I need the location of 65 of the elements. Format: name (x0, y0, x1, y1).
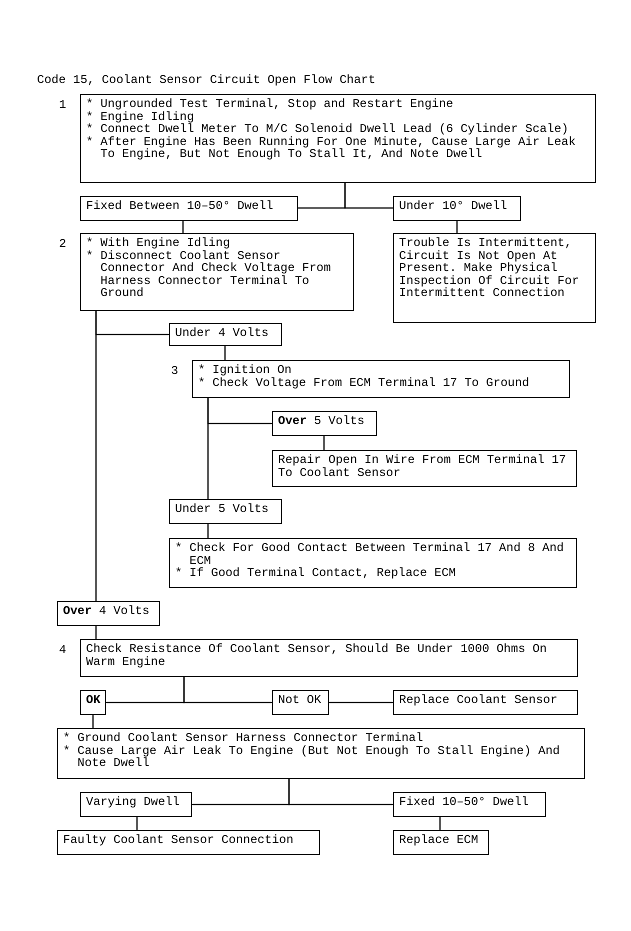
bullet-text: * Ungrounded Test Terminal, Stop and Restart Engine (86, 98, 454, 110)
process-box (57, 830, 320, 855)
box-text: Trouble Is Intermittent, Circuit Is Not Open At Present. Make Physical Inspection Of Circuit For Intermittent Connection (399, 237, 580, 300)
connector-line (95, 311, 97, 601)
process-box (80, 792, 192, 817)
connector-line (288, 779, 393, 806)
process-box (80, 196, 298, 221)
process-box (393, 792, 546, 817)
step-number: 3 (171, 365, 178, 378)
box-text: Not OK (278, 694, 322, 706)
box-text: Under 5 Volts (175, 503, 270, 516)
box-text: OK (86, 694, 100, 706)
bullet-text: * If Good Terminal Contact, Replace ECM (175, 567, 457, 580)
process-box (393, 196, 521, 221)
connector-line (439, 817, 441, 830)
bullet-text: * Ignition On (198, 364, 293, 376)
bullet-text: * With Engine Idling (86, 237, 232, 250)
process-box (393, 233, 596, 323)
bullet-text: * Ground Coolant Sensor Harness Connector Terminal (63, 732, 424, 744)
box-text: Over 5 Volts (278, 415, 366, 428)
step-box (57, 728, 585, 779)
bullet-text: * Check For Good Contact Between Terminal 17 And 8 And ECM (175, 542, 565, 567)
box-text: Under 4 Volts (175, 327, 270, 340)
bullet-text: * After Engine Has Been Running For One Minute, Cause Large Air Leak To Engine, But Not Enough To Stall It, And Note Dwell (86, 136, 577, 160)
step-number: 1 (59, 99, 66, 112)
connector-line (207, 524, 209, 538)
process-box (169, 499, 282, 524)
step-number: 2 (59, 238, 66, 250)
connector-line (92, 715, 94, 728)
connector-line (95, 626, 97, 639)
process-box (169, 323, 282, 346)
connector-line (456, 221, 458, 233)
bullet-text: * Disconnect Coolant Sensor Connector And Check Voltage From Harness Connector Terminal To Ground (86, 250, 332, 300)
process-box (393, 690, 578, 715)
bullet-text: * Check Voltage From ECM Terminal 17 To Ground (198, 376, 530, 389)
box-text: Check Resistance Of Coolant Sensor, Should Be Under 1000 Ohms On Warm Engine (86, 643, 548, 668)
box-text: Under 10° Dwell (399, 200, 508, 212)
process-box (272, 690, 329, 715)
connector-line (207, 398, 209, 499)
bullet-text: * Connect Dwell Meter To M/C Solenoid Dwell Lead (6 Cylinder Scale) (86, 123, 570, 136)
connector-line (224, 346, 226, 360)
box-text: Varying Dwell (86, 796, 181, 808)
connector-line (182, 221, 184, 233)
box-text: Replace ECM (399, 834, 480, 846)
box-text: Fixed 10–50° Dwell (399, 796, 530, 808)
connector-line (323, 436, 325, 450)
connector-line (136, 817, 138, 830)
connector-line (329, 702, 393, 704)
box-text: Replace Coolant Sensor (399, 694, 558, 706)
box-text: Over 4 Volts (63, 605, 150, 618)
box-text: Fixed Between 10–50° Dwell (86, 200, 274, 212)
box-text: Repair Open In Wire From ECM Terminal 17 To Coolant Sensor (278, 454, 568, 479)
box-text: Faulty Coolant Sensor Connection (63, 834, 294, 846)
process-box (272, 450, 577, 487)
process-box (57, 601, 160, 626)
connector-line (183, 677, 272, 704)
process-box (272, 411, 377, 436)
bullet-text: * Engine Idling (86, 110, 196, 123)
connector-line (344, 183, 393, 209)
bullet-text: * Cause Large Air Leak To Engine (But Not Enough To Stall Engine) And Note Dwell (63, 744, 561, 770)
process-box (80, 690, 106, 715)
process-box (393, 830, 489, 855)
step-number: 4 (59, 644, 66, 656)
step-box (169, 538, 577, 588)
chart-title: Code 15, Coolant Sensor Circuit Open Flow Chart (37, 74, 376, 86)
